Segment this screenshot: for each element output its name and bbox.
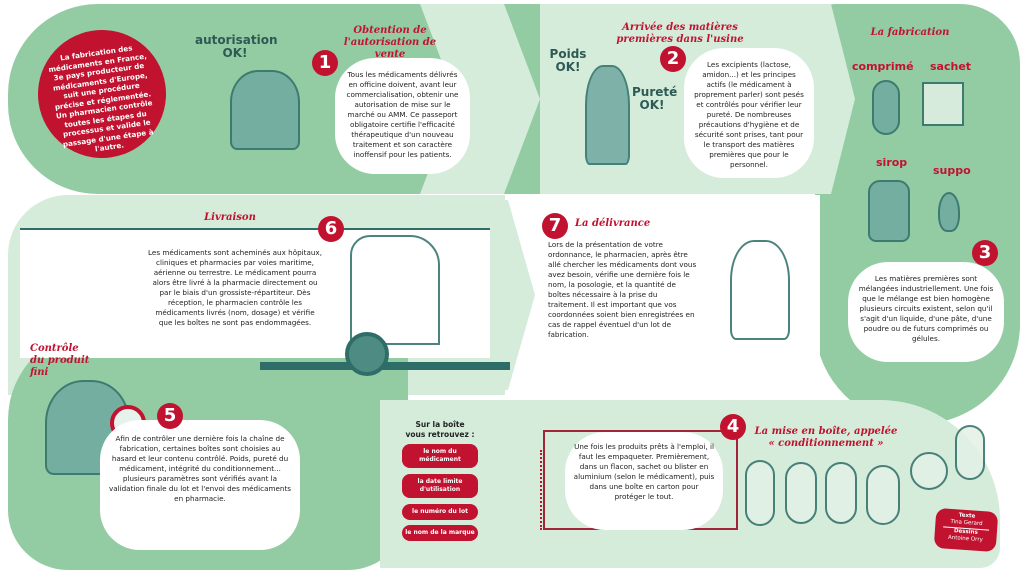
syrup-character-icon — [868, 180, 910, 242]
step-1-number: 1 — [312, 50, 338, 76]
step-3-title: La fabrication — [870, 27, 950, 38]
step-1-text: Tous les médicaments délivrés en officin… — [346, 70, 459, 159]
step-7-text: Lors de la présentation de votre ordonna… — [548, 240, 697, 339]
step-4-bubble: Une fois les produits prêts à l'emploi, … — [565, 432, 723, 530]
blister-character-4 — [866, 465, 900, 525]
inspector-illustration — [585, 65, 630, 165]
box-heading: Sur la boîte vous retrouvez : — [405, 420, 475, 439]
box-item-lot: le numéro du lot — [402, 504, 478, 520]
step-2-title: Arrivée des matières premières dans l'us… — [616, 22, 744, 45]
truck-cab-illustration — [350, 235, 440, 345]
step-7-number: 7 — [542, 213, 568, 239]
suppository-character-icon — [938, 192, 960, 232]
step-2-number: 2 — [660, 46, 686, 72]
form-suppo: suppo — [933, 164, 971, 177]
step-5-title: Contrôle du produit fini — [30, 343, 90, 378]
blister-character-2 — [785, 462, 817, 524]
box-item-brand: le nom de la marque — [402, 525, 478, 541]
blister-character-1 — [745, 460, 775, 526]
step-6-bubble: Les médicaments sont acheminés aux hôpit… — [140, 236, 330, 358]
credits-badge: Texte Tina Gerard Dessins Antoine Orry — [933, 507, 999, 553]
step-4-title: La mise en boîte, appelée « conditionnem… — [754, 426, 898, 449]
step-6-number: 6 — [318, 216, 344, 242]
pill-character-5 — [910, 452, 948, 490]
step-1-bubble: Tous les médicaments délivrés en officin… — [335, 58, 470, 174]
step-3-text: Les matières premières sont mélangées in… — [858, 274, 994, 343]
step-3-number: 3 — [972, 240, 998, 266]
form-sirop: sirop — [876, 156, 908, 169]
pharmacist-stamping-illustration — [230, 70, 300, 150]
dotted-arrows — [482, 450, 542, 530]
box-item-name: le nom du médicament — [402, 444, 478, 468]
tablet-character-icon — [872, 80, 900, 135]
step-7-title: La délivrance — [575, 218, 651, 229]
step-2-text: Les excipients (lactose, amidon...) et l… — [694, 60, 804, 169]
step-3-bubble: Les matières premières sont mélangées in… — [848, 262, 1004, 362]
step-2-bubble: Les excipients (lactose, amidon...) et l… — [684, 48, 814, 178]
pharmacist-counter-illustration — [730, 240, 790, 340]
step-5-text: Afin de contrôler une dernière fois la c… — [108, 434, 292, 503]
speech-poids: Poids OK! — [549, 47, 587, 74]
step-5-bubble: Afin de contrôler une dernière fois la c… — [100, 420, 300, 550]
form-comprime: comprimé — [852, 60, 914, 73]
truck-wheel-icon — [345, 332, 389, 376]
intro-text: La fabrication des médicaments en France… — [47, 43, 155, 154]
form-sachet: sachet — [930, 60, 972, 73]
step-6-text: Les médicaments sont acheminés aux hôpit… — [148, 248, 322, 327]
speech-authorisation: autorisation OK! — [195, 33, 278, 60]
box-item-expiry: la date limite d'utilisation — [402, 474, 478, 498]
step-4-text: Une fois les produits prêts à l'emploi, … — [573, 442, 715, 501]
pill-character-6 — [955, 425, 985, 480]
sachet-character-icon — [922, 82, 964, 126]
step-1-title: Obtention de l'autorisation de vente — [343, 25, 437, 60]
speech-purete: Pureté OK! — [632, 85, 678, 112]
blister-character-3 — [825, 462, 857, 524]
step-4-number: 4 — [720, 414, 746, 440]
step-5-number: 5 — [157, 403, 183, 429]
step-6-title: Livraison — [204, 212, 256, 223]
